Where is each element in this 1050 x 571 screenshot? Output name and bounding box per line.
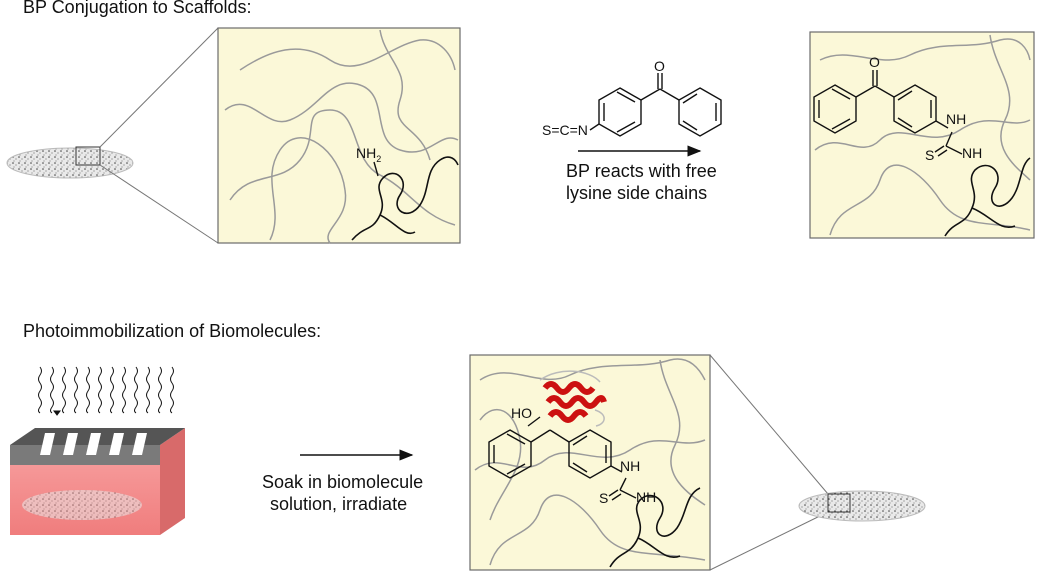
caption-conjugation-line1: BP reacts with free (566, 161, 717, 181)
nh2-label: NH2 (356, 145, 381, 164)
zoom-line-bottom-upper (709, 354, 829, 495)
nh-label-immobilized-1: NH (620, 458, 640, 474)
bp-isothiocyanate-structure (589, 73, 722, 137)
s-label-immobilized: S (599, 490, 608, 506)
hydroxyl-label: HO (511, 405, 532, 421)
nh-label-immobilized-2: NH (636, 489, 656, 505)
caption-conjugation-line2: lysine side chains (566, 183, 707, 203)
caption-photoimmobilization-line2: solution, irradiate (270, 494, 407, 514)
panel-scaffold-bp-conjugated (809, 31, 1035, 239)
carbonyl-o-label-product: O (869, 54, 880, 70)
protein-helix-bundle (539, 370, 607, 427)
panel-immobilized-biomolecule (469, 354, 711, 571)
section-title-conjugation: BP Conjugation to Scaffolds: (23, 0, 252, 17)
nh-label-product-1: NH (946, 111, 966, 127)
s-label-product: S (925, 147, 934, 163)
carbonyl-o-label-reagent: O (654, 58, 665, 74)
panel-scaffold-amine (217, 27, 461, 244)
zoom-line-top-lower (99, 164, 219, 244)
section-title-photoimmobilization: Photoimmobilization of Biomolecules: (23, 321, 321, 341)
zoom-line-top-upper (99, 27, 219, 148)
zoom-line-bottom-lower (709, 511, 829, 571)
uv-irradiation-waves (38, 366, 174, 416)
isothiocyanate-label: S=C=N (542, 122, 588, 138)
caption-photoimmobilization-line1: Soak in biomolecule (262, 472, 423, 492)
nh-label-product-2: NH (962, 145, 982, 161)
photomask-box (10, 428, 185, 535)
scaffold-disc-bottom (798, 490, 926, 522)
scaffold-disc-top (6, 146, 134, 179)
